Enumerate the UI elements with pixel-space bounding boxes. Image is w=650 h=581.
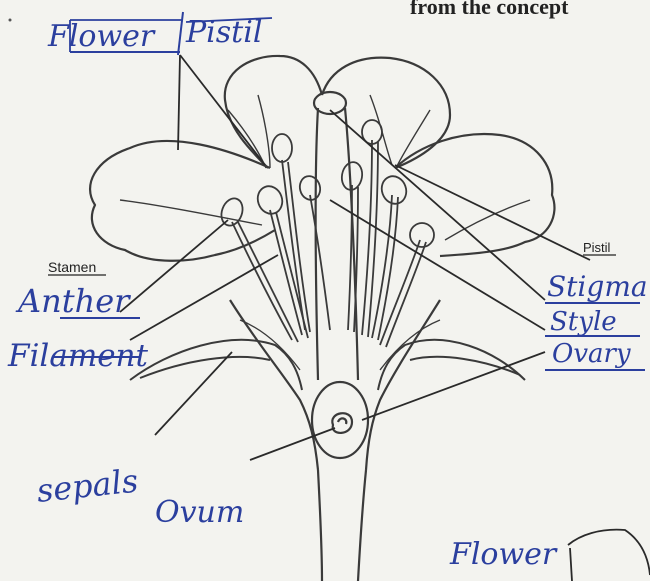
title-line-flower — [178, 55, 180, 150]
ovum-label: Ovum — [155, 495, 244, 530]
petal-left — [90, 141, 275, 261]
anther-label: Anther — [15, 282, 131, 320]
flower-bottom-label: Flower — [449, 537, 558, 572]
ovule — [332, 413, 352, 433]
pistil — [312, 92, 368, 458]
filament — [348, 185, 352, 330]
anther-shape — [272, 134, 292, 162]
style-label: Style — [550, 307, 617, 337]
anther-shape — [378, 173, 410, 208]
title-group: Flower Pistil — [47, 12, 272, 55]
anther-leader — [120, 220, 228, 312]
header-text: from the concept — [410, 0, 569, 19]
style-leader — [330, 200, 545, 330]
petal-upper-left — [225, 56, 322, 168]
sepals-leader — [155, 352, 232, 435]
sepal-left-inner — [140, 357, 270, 378]
filament — [310, 195, 330, 330]
stigma-label: Stigma — [547, 270, 648, 303]
stem-right — [358, 470, 366, 581]
stem-left — [318, 470, 322, 581]
ovary-label: Ovary — [552, 339, 631, 369]
stamens — [218, 120, 434, 347]
sepal-right-inner — [410, 357, 520, 375]
petal-upper-center — [322, 58, 450, 168]
anther-shape — [410, 223, 434, 247]
sepals-label: sepals — [35, 462, 140, 510]
ovum-leader — [250, 428, 335, 460]
sepals — [130, 320, 525, 390]
pistil-printed-label: Pistil — [583, 240, 611, 255]
title-line-pistil — [180, 55, 265, 165]
petal-vein — [120, 95, 530, 240]
title-slash — [178, 12, 183, 55]
sepal-folds — [240, 320, 440, 370]
page-dot — [9, 19, 12, 22]
petals — [90, 56, 554, 261]
bottom-flower-sketch — [568, 530, 650, 581]
title-word-flower: Flower — [47, 19, 156, 54]
stamen-printed-label: Stamen — [48, 259, 96, 275]
filament — [378, 197, 398, 340]
